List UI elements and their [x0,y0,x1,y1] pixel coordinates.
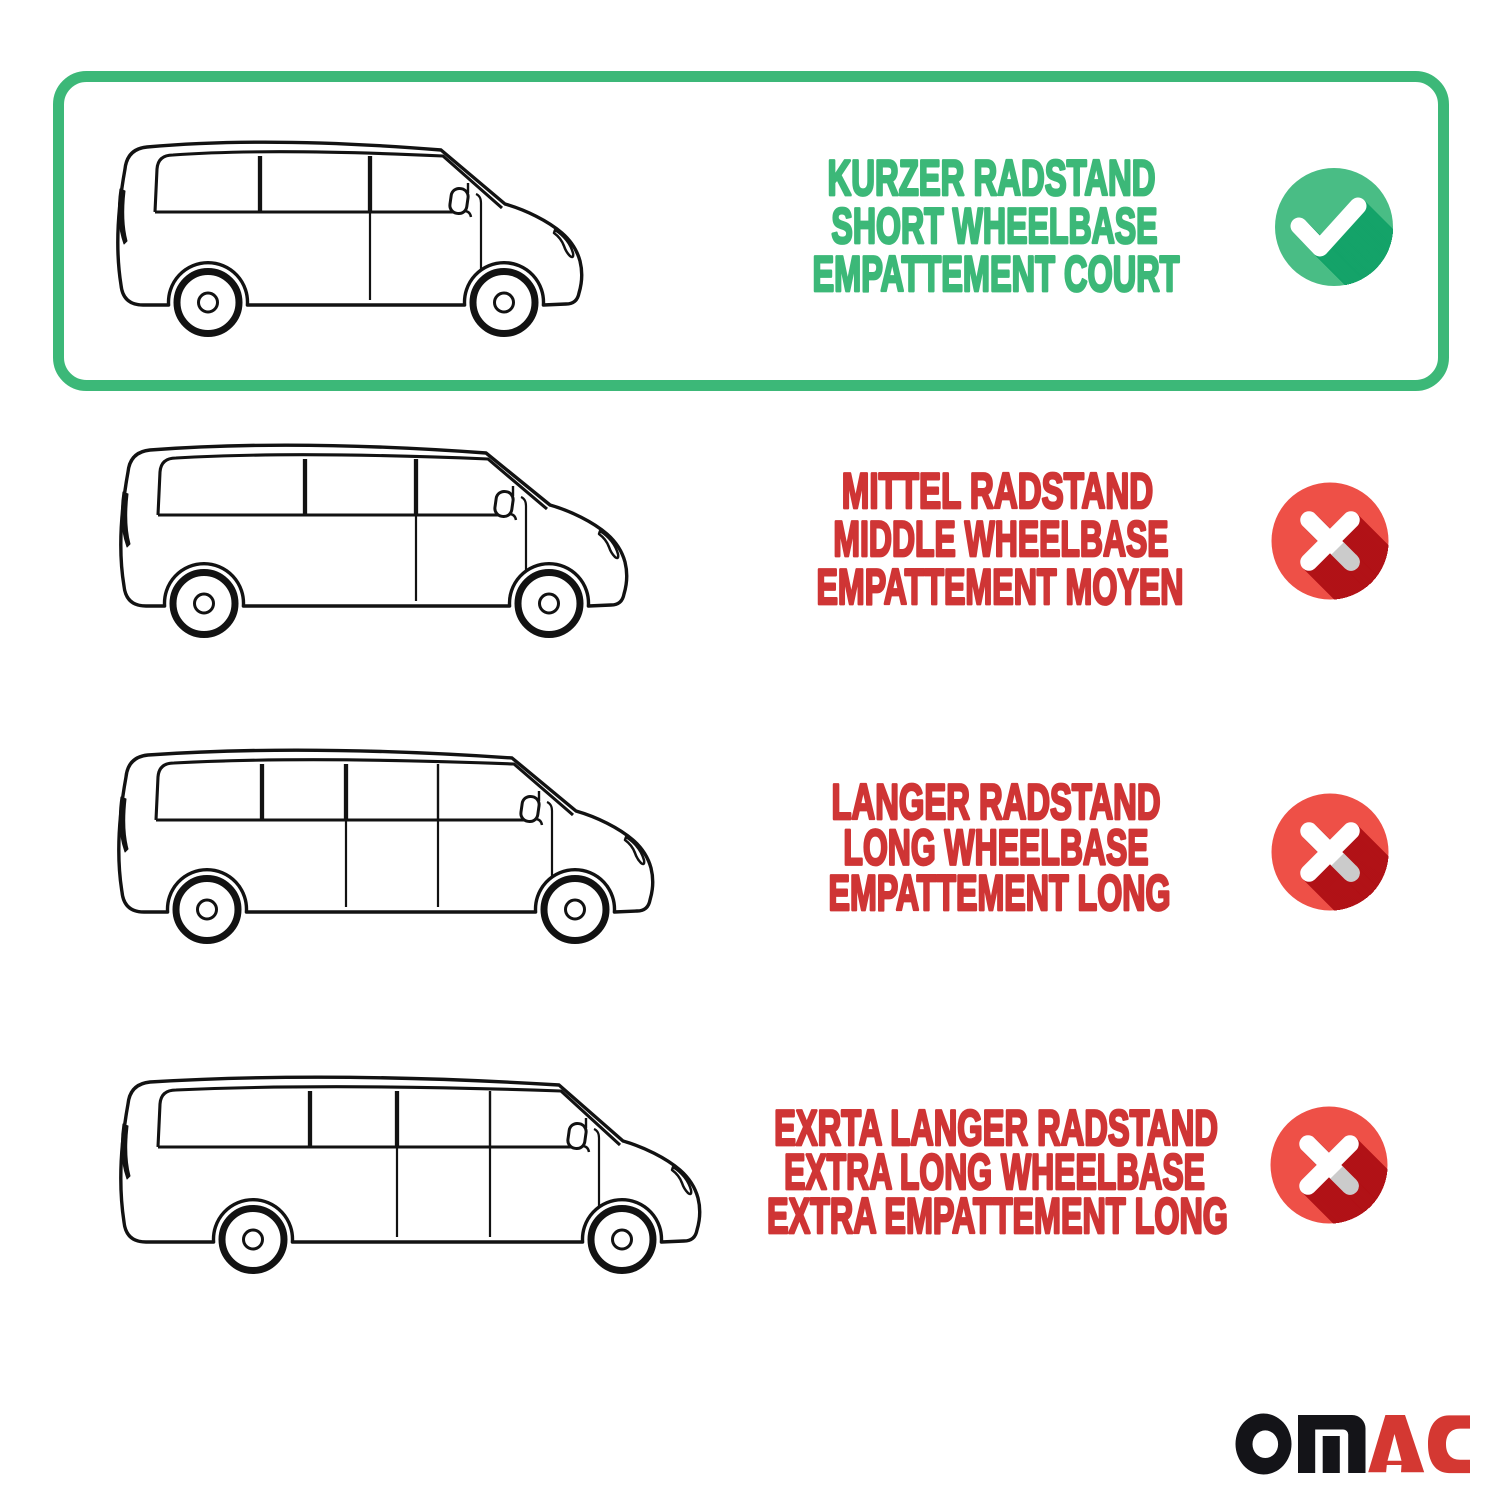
svg-text:MIDDLE WHEELBASE: MIDDLE WHEELBASE [833,511,1168,567]
svg-text:EMPATTEMENT MOYEN: EMPATTEMENT MOYEN [816,559,1183,615]
svg-text:KURZER RADSTAND: KURZER RADSTAND [827,150,1155,206]
svg-text:EXRTA LANGER RADSTAND: EXRTA LANGER RADSTAND [774,1100,1218,1156]
svg-text:EXTRA EMPATTEMENT LONG: EXTRA EMPATTEMENT LONG [767,1188,1228,1244]
svg-text:LANGER RADSTAND: LANGER RADSTAND [831,774,1160,830]
svg-text:EXTRA LONG WHEELBASE: EXTRA LONG WHEELBASE [784,1144,1205,1200]
svg-text:EMPATTEMENT LONG: EMPATTEMENT LONG [828,865,1170,921]
svg-text:LONG WHEELBASE: LONG WHEELBASE [843,819,1148,875]
svg-text:EMPATTEMENT COURT: EMPATTEMENT COURT [812,246,1179,302]
svg-text:SHORT WHEELBASE: SHORT WHEELBASE [831,198,1157,254]
svg-text:MITTEL RADSTAND: MITTEL RADSTAND [842,463,1153,518]
